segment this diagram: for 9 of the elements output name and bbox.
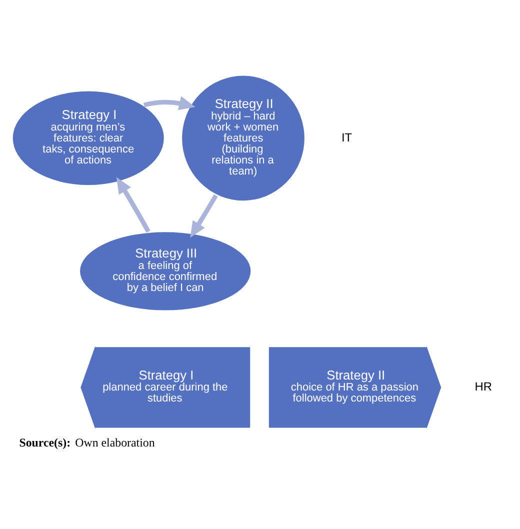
node-ellipse: Strategy I acquring men’s features: clear taks, consequence of actions: [11, 89, 166, 187]
label: HR: [474, 380, 492, 394]
label: IT: [342, 130, 352, 144]
node-ellipse: Strategy III a feeling of confidence confirmed by a belief I can: [78, 230, 252, 312]
caption: Source(s): Own elaboration: [19, 435, 155, 450]
node-circle: Strategy II hybrid – hard work + women features (building relations in a team): [180, 74, 306, 202]
arrow: [116, 177, 150, 233]
arrow: [143, 96, 196, 110]
arrow: [190, 194, 218, 238]
